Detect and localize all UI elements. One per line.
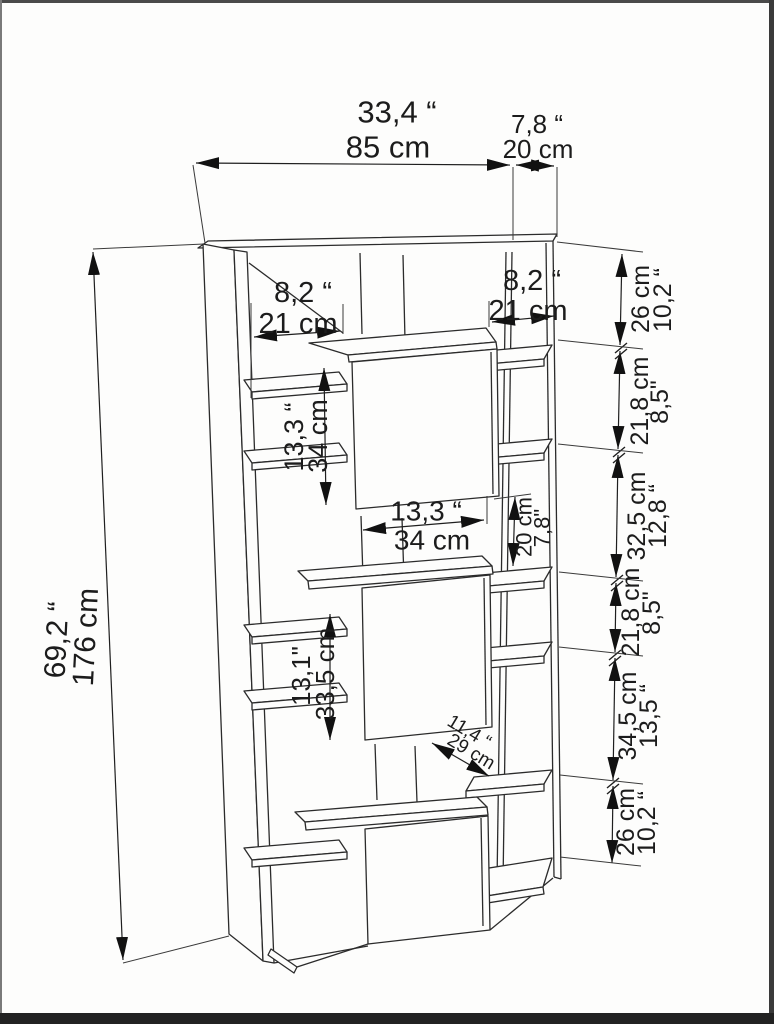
dim-right-section1-inches: 10,2 “ <box>649 268 677 332</box>
dim-center-width-cm: 34 cm <box>394 525 470 556</box>
dim-box2-height-inches: 13,1" <box>286 646 316 706</box>
dim-box1-height-cm: 34 cm <box>303 399 333 473</box>
dim-height-cm: 176 cm <box>67 587 105 687</box>
dim-right-section4-cm: 21,8 cm <box>617 568 645 657</box>
dim-top-depth-inches: 7,8 “ <box>511 109 563 139</box>
dim-left-opening-cm: 21 cm <box>259 308 338 340</box>
dim-height-inches: 69,2 “ <box>39 601 76 679</box>
dim-right-section2-cm: 21,8 cm <box>626 357 654 446</box>
dim-right-section6-cm: 26 cm <box>612 788 640 856</box>
dim-right-section5-inches: 13,5 “ <box>635 684 663 748</box>
dim-center-depth-inches: 7,8" <box>530 509 555 547</box>
dim-right-section3-inches: 12,8 “ <box>644 484 672 548</box>
dim-center-width-inches: 13,3 “ <box>390 496 462 527</box>
dim-right-opening-cm: 21 cm <box>489 295 568 327</box>
middle-box <box>297 555 494 741</box>
dim-right-section4-inches: 8,5" <box>638 591 666 635</box>
upper-box <box>308 327 500 510</box>
dim-top-depth-cm: 20 cm <box>503 134 574 164</box>
dim-left-opening-inches: 8,2 “ <box>274 277 332 309</box>
dim-right-section1-cm: 26 cm <box>627 265 655 333</box>
dim-right-opening-inches: 8,2 “ <box>503 265 561 297</box>
dim-right-section2-inches: 8,5" <box>646 380 674 424</box>
dim-right-section3-cm: 32,5 cm <box>623 472 651 561</box>
bottom-box <box>267 796 491 974</box>
dim-right-section6-inches: 10,2 “ <box>633 791 661 855</box>
dim-right-section5-cm: 34,5 cm <box>614 672 642 761</box>
dim-top-width-cm: 85 cm <box>346 130 430 165</box>
dimension-lines <box>87 157 644 964</box>
interior-lines <box>248 262 344 334</box>
dim-box1-height-inches: 13,3 “ <box>279 402 309 471</box>
dim-box2-height-cm: 33,5 cm <box>310 628 340 721</box>
dim-top-width-inches: 33,4 “ <box>357 95 436 130</box>
dim-center-depth-cm: 20 cm <box>512 497 537 557</box>
dimension-labels: 33,4 “ 85 cm 7,8 “ 20 cm 69,2 “ 176 cm 8… <box>39 95 677 857</box>
